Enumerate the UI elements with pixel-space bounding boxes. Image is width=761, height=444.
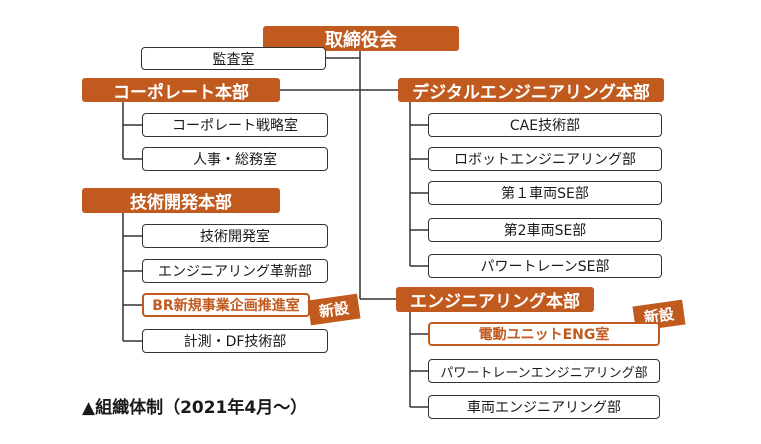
vehicle-se-1-box: 第１車両SE部 bbox=[428, 181, 662, 205]
powertrain-eng-box: パワートレーンエンジニアリング部 bbox=[428, 359, 660, 383]
engineering-division-box: エンジニアリング本部 bbox=[396, 287, 594, 312]
vehicle-se-2-box: 第2車両SE部 bbox=[428, 218, 662, 242]
tech-dev-office-box: 技術開発室 bbox=[142, 224, 328, 248]
powertrain-se-box: パワートレーンSE部 bbox=[428, 254, 662, 278]
cae-tech-box: CAE技術部 bbox=[428, 113, 662, 137]
diagram-caption: ▲組織体制（2021年4月～） bbox=[82, 398, 308, 418]
eng-innovation-box: エンジニアリング革新部 bbox=[142, 259, 328, 283]
corporate-strategy-box: コーポレート戦略室 bbox=[142, 113, 328, 137]
corporate-division-box: コーポレート本部 bbox=[82, 78, 280, 102]
robot-eng-box: ロボットエンジニアリング部 bbox=[428, 147, 662, 171]
vehicle-eng-box: 車両エンジニアリング部 bbox=[428, 395, 660, 419]
br-new-business-box: BR新規事業企画推進室 bbox=[142, 293, 310, 317]
hr-general-affairs-box: 人事・総務室 bbox=[142, 147, 328, 171]
measurement-df-box: 計測・DF技術部 bbox=[142, 329, 328, 353]
tech-dev-division-box: 技術開発本部 bbox=[82, 188, 280, 213]
electric-unit-eng-box: 電動ユニットENG室 bbox=[428, 322, 660, 346]
board-box: 取締役会 bbox=[263, 26, 459, 51]
audit-office-box: 監査室 bbox=[141, 47, 326, 70]
digital-eng-division-box: デジタルエンジニアリング本部 bbox=[398, 78, 664, 102]
